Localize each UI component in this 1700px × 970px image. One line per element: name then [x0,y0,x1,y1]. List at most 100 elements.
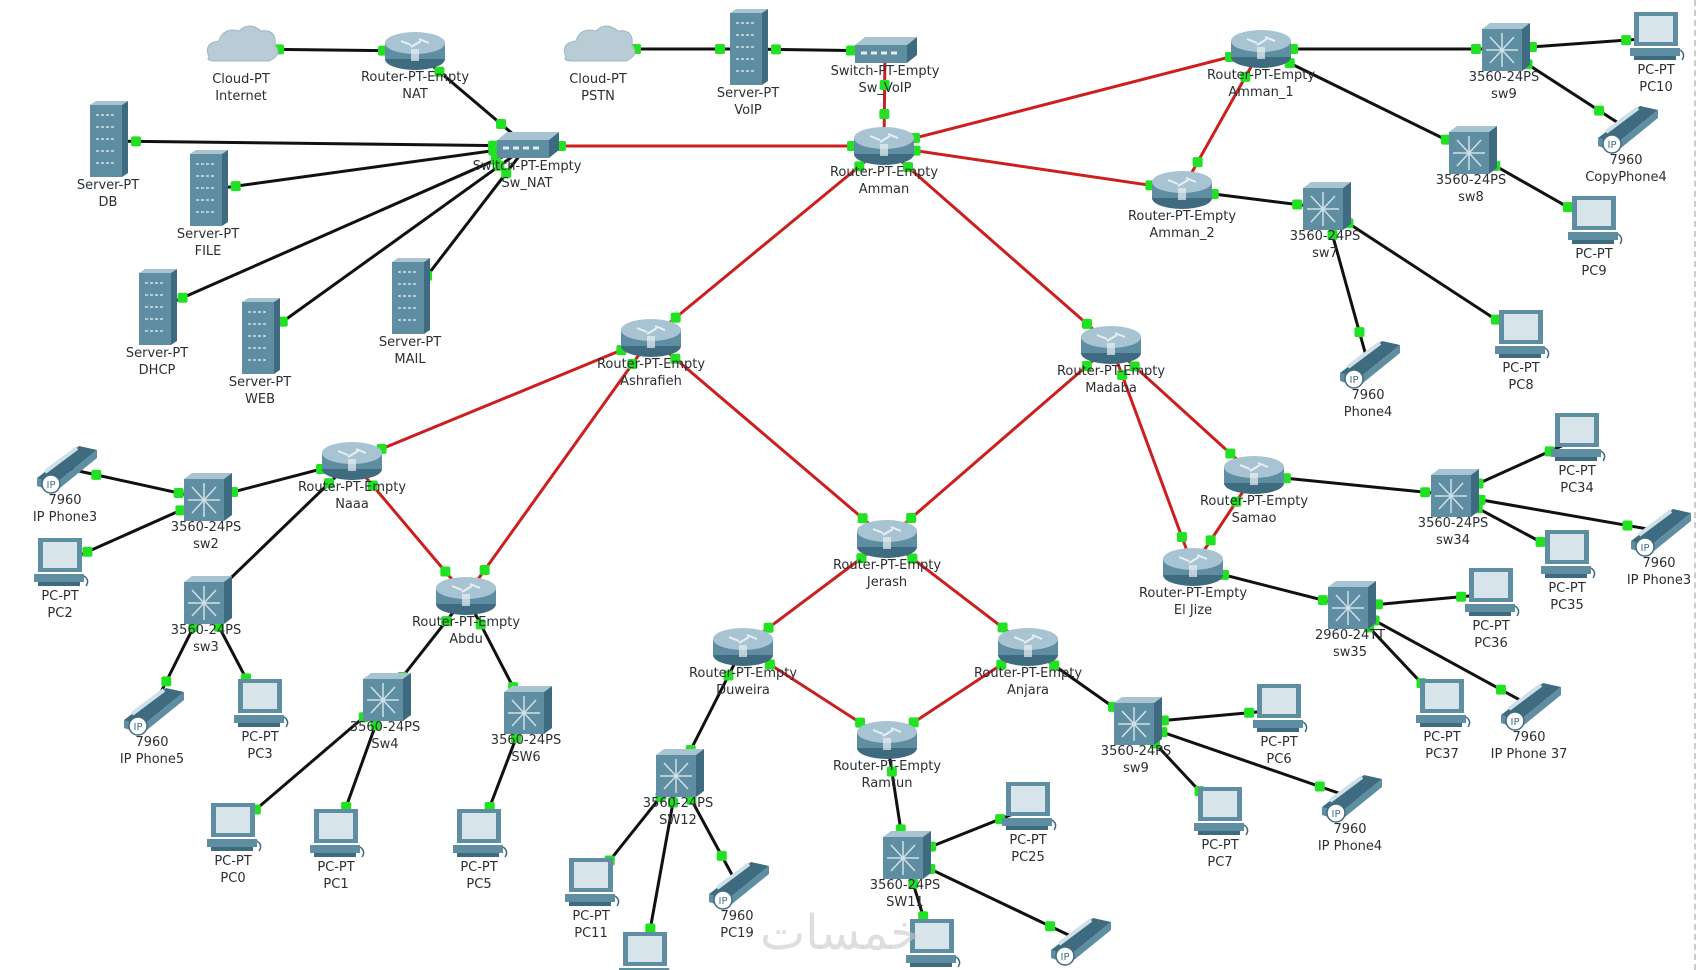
port-status-light [645,923,656,934]
link-ethernet-dhcp-sw_nat[interactable] [156,144,528,311]
device-model-label: 3560-24PS [1436,173,1506,188]
link-ethernet-sw7-pc8[interactable] [1324,206,1522,338]
device-name-label: IP Phone4 [1318,839,1382,854]
link-ethernet-db-sw_nat[interactable] [107,139,528,148]
link-serial-madaba-jerash[interactable] [886,343,1112,541]
link-ethernet-amman1-sw8[interactable] [1260,47,1472,154]
link-serial-ashrafieh-abdu[interactable] [464,337,653,597]
port-status-light [1535,536,1546,547]
device-phone-phone_b[interactable]: IP [1051,918,1111,966]
device-name-label: Internet [215,89,267,104]
device-name-label: IP Phone3 [1627,573,1691,588]
device-model-label: PC-PT [1502,361,1539,376]
link-serial-madaba-eljize[interactable] [1109,344,1195,568]
link-serial-amman-ashrafieh[interactable] [650,144,885,340]
device-name-label: PC25 [1011,850,1044,865]
link-ethernet-web-sw_nat[interactable] [259,144,528,340]
link-serial-ashrafieh-naaa[interactable] [351,336,652,463]
link-ethernet-sw9b-ipphone4[interactable] [1135,721,1351,799]
device-model-label: PC-PT [1548,581,1585,596]
device-name-label: Abdu [449,632,483,647]
device-pc-pc25[interactable]: PC-PT PC25 [1002,782,1057,865]
device-name-label: sw7 [1312,246,1338,261]
port-status-light [763,622,774,633]
link-ethernet-file-sw_nat[interactable] [207,144,528,192]
link-serial-amman-amman2[interactable] [883,144,1183,192]
device-name-label: PC36 [1474,636,1507,651]
link-serial-ashrafieh-jerash[interactable] [650,336,888,541]
link-serial-amman-amman1[interactable] [883,47,1262,148]
device-model-label: PC-PT [1009,833,1046,848]
device-name-label: PSTN [581,89,615,104]
port-status-light [1594,105,1605,116]
device-pc-pc_b1[interactable] [619,932,673,970]
device-name-label: PC7 [1207,855,1232,870]
device-pc-pc_b2[interactable] [906,919,961,968]
port-status-light [670,312,681,323]
svg-text:IP: IP [1350,375,1359,386]
link-serial-amman-madaba[interactable] [883,144,1112,347]
port-status-light [1129,361,1140,372]
